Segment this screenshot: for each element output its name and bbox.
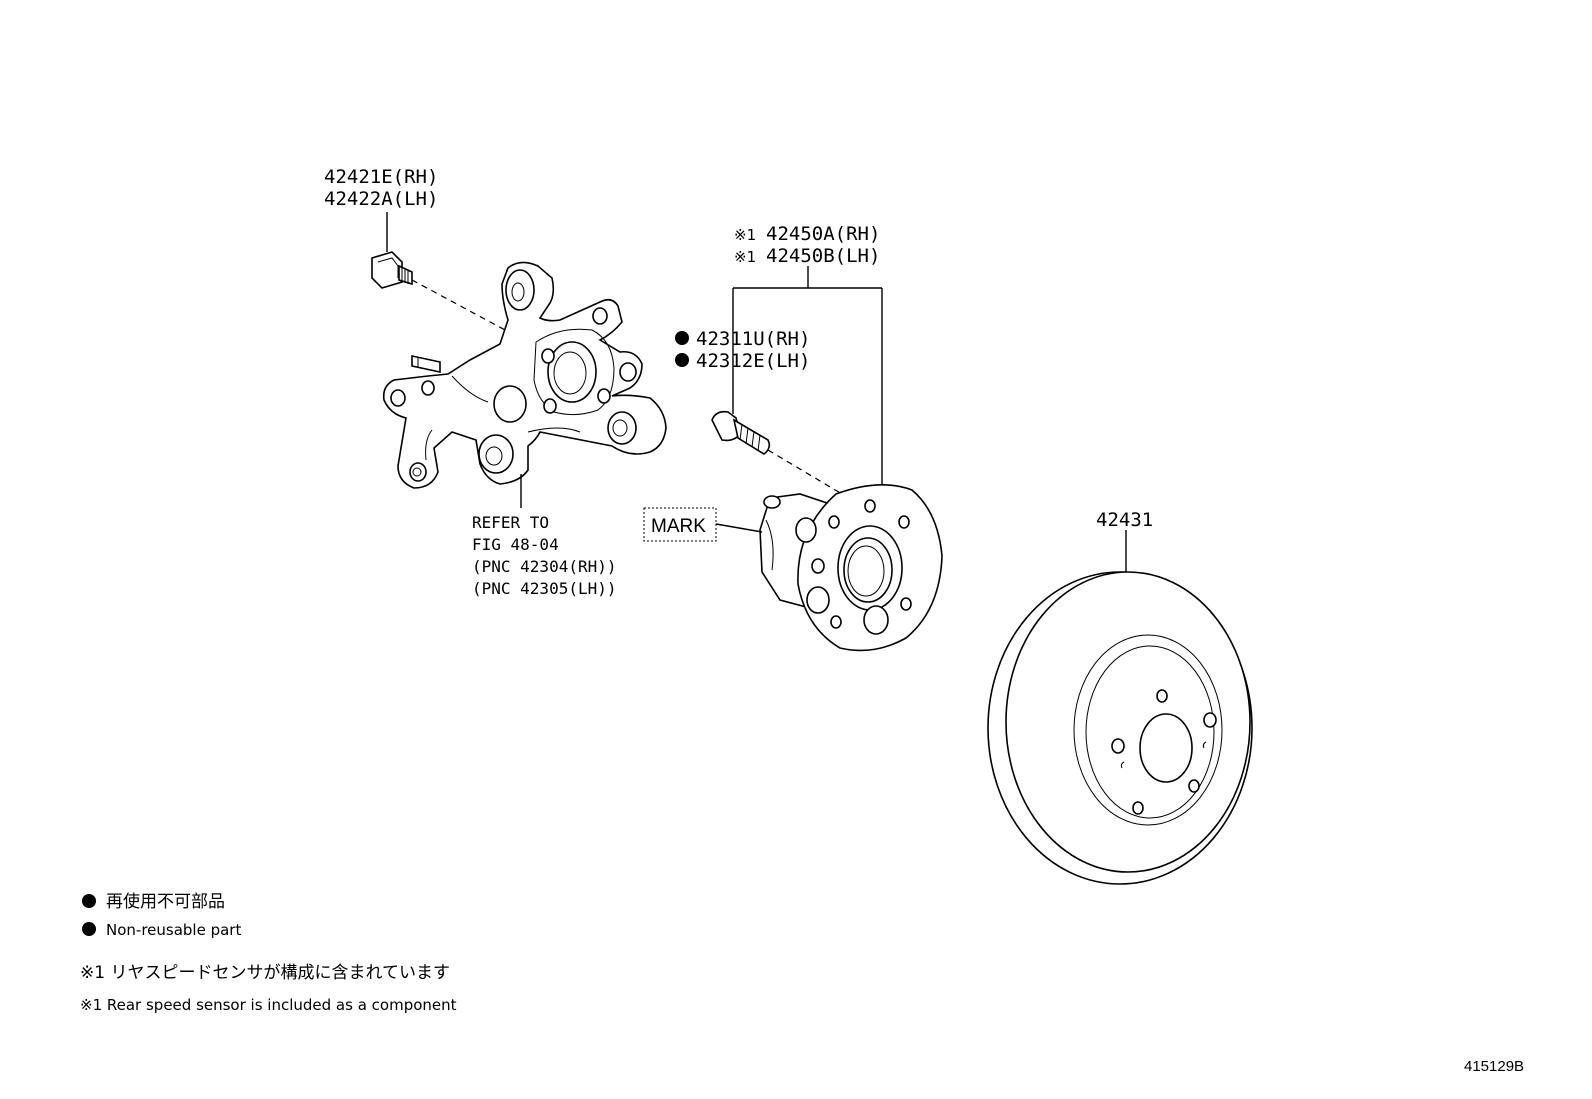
refer-line-3: (PNC 42304(RH)) xyxy=(472,557,617,576)
hub-bolt-rh-label: 42311U(RH) xyxy=(696,328,810,350)
non-reusable-dot-icon xyxy=(675,331,689,345)
non-reusable-dot-icon xyxy=(675,353,689,367)
note1-en: ※1 Rear speed sensor is included as a co… xyxy=(80,996,457,1014)
mark-label: MARK xyxy=(651,516,706,537)
hub-bearing-rh-note-mark: ※1 xyxy=(734,226,756,244)
hub-bolt[interactable] xyxy=(711,372,771,455)
refer-line-4: (PNC 42305(LH)) xyxy=(472,579,617,598)
brake-disc-label: 42431 xyxy=(1096,509,1153,531)
hub-bearing-assembly[interactable] xyxy=(759,484,943,652)
hub-bearing-lh-label: 42450B(LH) xyxy=(766,245,880,267)
mark-callout xyxy=(643,507,763,542)
hub-bolt-guide-line xyxy=(767,449,843,495)
knuckle-bolt-rh-label: 42421E(RH) xyxy=(324,166,438,188)
refer-line-1: REFER TO xyxy=(472,513,549,532)
legend-non-reusable-jp: 再使用不可部品 xyxy=(106,891,225,912)
hub-bearing-leader xyxy=(732,266,883,490)
legend-non-reusable-en: Non-reusable part xyxy=(106,921,241,939)
hub-bolt-lh-label: 42312E(LH) xyxy=(696,350,810,372)
legend-dot-icon xyxy=(82,922,96,936)
figure-number: 415129B xyxy=(1464,1058,1524,1075)
rear-axle-carrier[interactable] xyxy=(382,261,667,489)
bolt-guide-line xyxy=(411,279,521,339)
legend-dot-icon xyxy=(82,894,96,908)
refer-line-2: FIG 48-04 xyxy=(472,535,559,554)
note1-jp: ※1 リヤスピードセンサが構成に含まれています xyxy=(80,963,450,983)
knuckle-bolt[interactable] xyxy=(371,212,413,289)
knuckle-bolt-lh-label: 42422A(LH) xyxy=(324,188,438,210)
brake-disc[interactable] xyxy=(987,571,1253,885)
hub-bearing-lh-note-mark: ※1 xyxy=(734,248,756,266)
hub-bearing-rh-label: 42450A(RH) xyxy=(766,223,880,245)
